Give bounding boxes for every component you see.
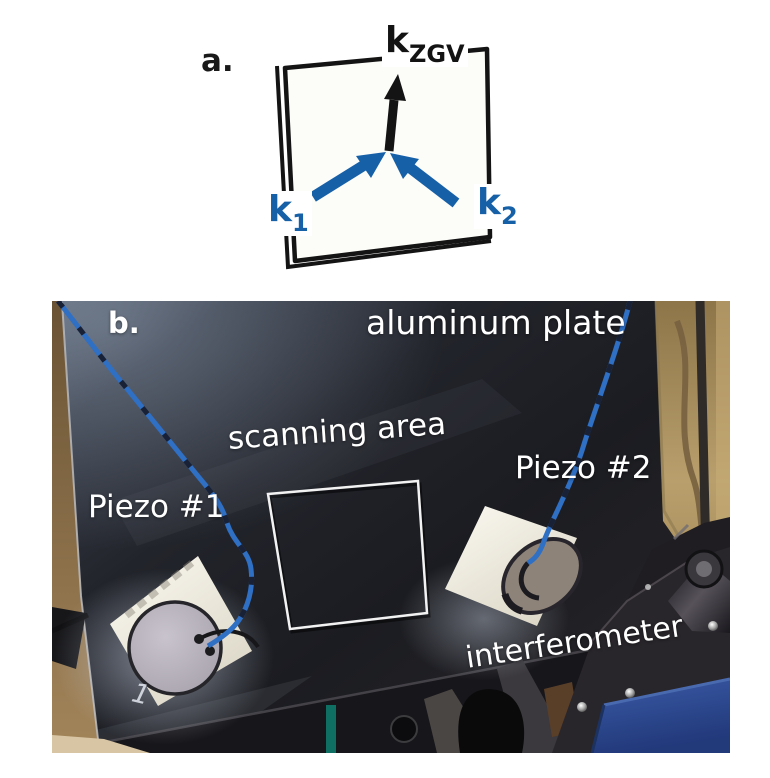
scanning-area-outline [266, 479, 431, 634]
plate-schematic-drawing [275, 46, 493, 270]
piezo-2-transducer [399, 506, 583, 681]
piezo-disc [127, 600, 223, 696]
knob [390, 715, 418, 743]
piezo-1-transducer [54, 556, 274, 745]
k2-label: k2 [474, 184, 521, 229]
screw [625, 688, 635, 698]
k2-arrow [390, 153, 460, 208]
piezo-2-label: Piezo #2 [515, 450, 652, 486]
panel-a-schematic: a. kZGV k1 k2 [0, 0, 770, 301]
wire-1 [56, 301, 255, 649]
kzgv-arrow [384, 74, 406, 152]
screw [708, 621, 718, 631]
wire-hook [518, 561, 540, 601]
panel-b-marker: b. [108, 306, 140, 340]
screw [577, 702, 587, 712]
teal-connector [326, 705, 336, 753]
piezo-1-label: Piezo #1 [88, 489, 225, 525]
instrument-box [577, 584, 730, 753]
kzgv-label: kZGV [382, 22, 468, 67]
setup-photo-rendering [52, 301, 730, 753]
aluminum-plate-label: aluminum plate [366, 303, 626, 342]
black-cone-mount [458, 689, 525, 753]
k1-arrow [310, 152, 386, 202]
vertical-rod [695, 301, 711, 560]
panel-b-photo: b. aluminum plate scanning area Piezo #1… [52, 301, 730, 753]
floor-strip [52, 735, 150, 753]
wire-2 [526, 301, 633, 566]
panel-a-marker: a. [201, 43, 234, 79]
k1-label: k1 [265, 191, 312, 236]
